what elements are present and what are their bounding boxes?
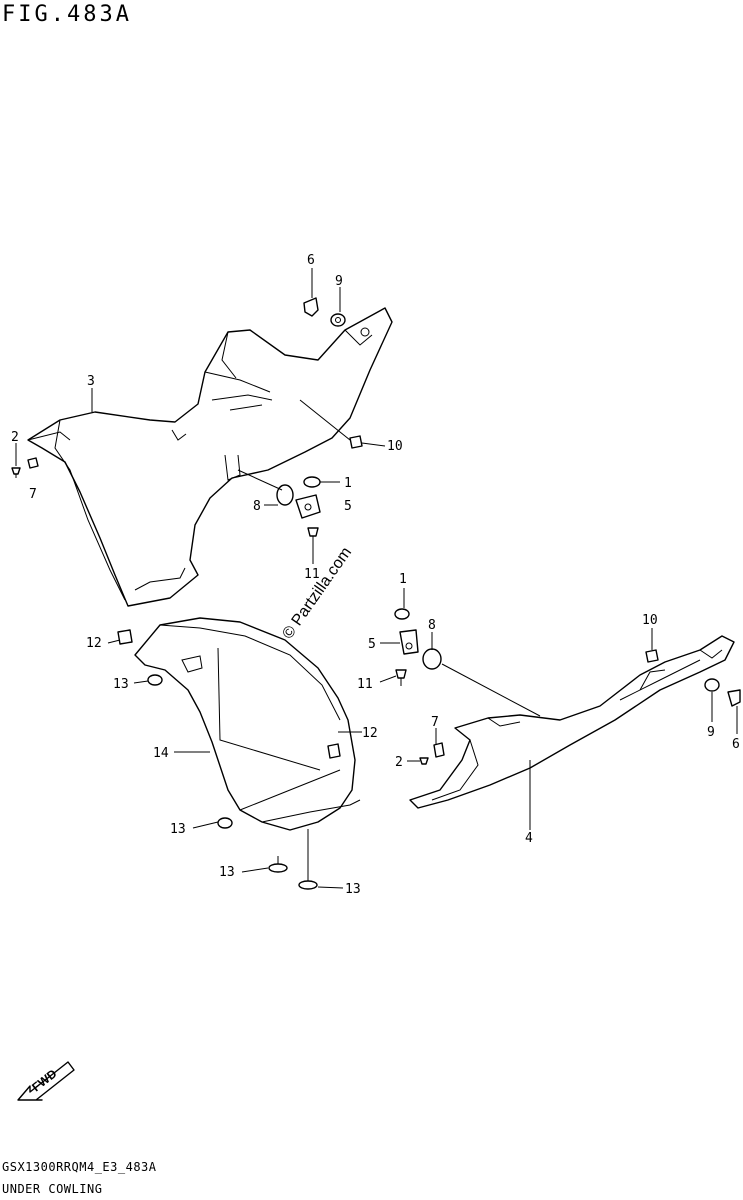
callout-13b: 13 <box>170 822 186 837</box>
part-13a-screw <box>147 674 163 686</box>
part-1b-nut <box>394 608 410 620</box>
part-6b-screw <box>727 689 741 707</box>
callout-10b: 10 <box>642 613 658 628</box>
part-12b-clip <box>327 743 341 759</box>
part-9a-nut <box>330 313 346 327</box>
callout-5b: 5 <box>368 637 376 652</box>
part-7a-nut <box>27 457 39 469</box>
part-1a-nut <box>303 476 321 488</box>
callout-1b: 1 <box>399 572 407 587</box>
part-8b-grommet <box>422 648 442 670</box>
callout-13a: 13 <box>113 677 129 692</box>
callout-8a: 8 <box>253 499 261 514</box>
callout-2a: 2 <box>11 430 19 445</box>
callout-6b: 6 <box>732 737 740 752</box>
callout-13c: 13 <box>219 865 235 880</box>
callout-7b: 7 <box>431 715 439 730</box>
part-11a-bolt <box>307 527 319 548</box>
callout-1a: 1 <box>344 476 352 491</box>
callout-11a: 11 <box>304 567 320 582</box>
callout-3: 3 <box>87 374 95 389</box>
part-13b-screw <box>217 817 233 829</box>
figure-title: FIG.483A <box>2 2 132 27</box>
part-10b-clip <box>645 649 659 663</box>
callout-12b: 12 <box>362 726 378 741</box>
fwd-arrow-icon: FWD <box>17 1061 75 1101</box>
callout-8b: 8 <box>428 618 436 633</box>
part-2b-screw <box>419 757 429 765</box>
callout-numbers: 6 9 3 10 2 7 1 8 5 11 1 8 5 11 10 9 6 7 … <box>11 253 740 897</box>
callout-13d: 13 <box>345 882 361 897</box>
part-13c-screw <box>268 856 288 873</box>
part-7b-nut <box>433 742 445 758</box>
callout-10a: 10 <box>387 439 403 454</box>
callout-6a: 6 <box>307 253 315 268</box>
callout-2b: 2 <box>395 755 403 770</box>
callout-9b: 9 <box>707 725 715 740</box>
part-5b-bracket <box>399 629 419 655</box>
part-5a-bracket <box>295 494 321 519</box>
callout-7a: 7 <box>29 487 37 502</box>
part-8a-grommet <box>276 484 294 506</box>
part-12a-clip <box>117 629 133 645</box>
callout-14: 14 <box>153 746 169 761</box>
callout-4: 4 <box>525 831 533 846</box>
part-13d-screw <box>298 874 318 890</box>
leader-lines <box>15 268 738 889</box>
part-2a-screw <box>11 467 21 478</box>
part-9b-nut <box>704 678 720 692</box>
diagram-name: UNDER COWLING <box>2 1182 103 1196</box>
part-14-inner-panel <box>134 617 361 831</box>
watermark: © Partzilla.com <box>279 544 355 642</box>
part-11b-bolt <box>395 669 407 686</box>
callout-5a: 5 <box>344 499 352 514</box>
callout-9a: 9 <box>335 274 343 289</box>
diagram-code: GSX1300RRQM4_E3_483A <box>2 1160 157 1174</box>
part-6a-screw <box>303 297 319 317</box>
callout-12a: 12 <box>86 636 102 651</box>
part-4-lower-cowl <box>409 635 735 809</box>
callout-11b: 11 <box>357 677 373 692</box>
part-10a-clip <box>349 435 363 449</box>
part-3-upper-cowl <box>27 307 393 607</box>
